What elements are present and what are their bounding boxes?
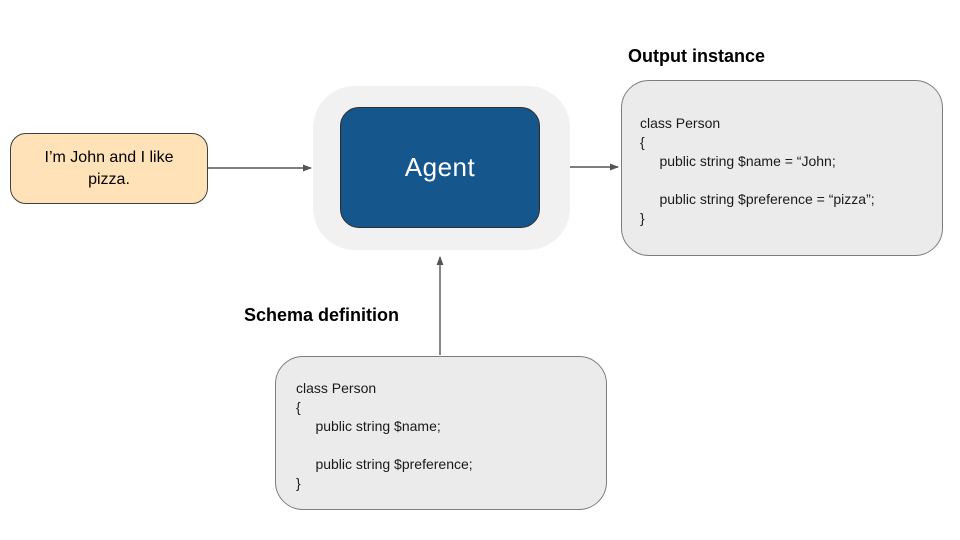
agent-box: Agent [340,107,540,228]
schema-definition-title: Schema definition [244,305,400,325]
schema-definition-code: class Person { public string $name; publ… [296,380,473,491]
user-input-text: I’m John and I like pizza. [44,148,174,188]
user-input-note: I’m John and I like pizza. [10,133,208,204]
schema-definition-panel: class Person { public string $name; publ… [275,356,607,510]
output-instance-title: Output instance [628,46,766,66]
output-instance-panel: class Person { public string $name = “Jo… [621,80,943,256]
output-instance-code: class Person { public string $name = “Jo… [640,115,875,226]
agent-label: Agent [404,152,476,182]
